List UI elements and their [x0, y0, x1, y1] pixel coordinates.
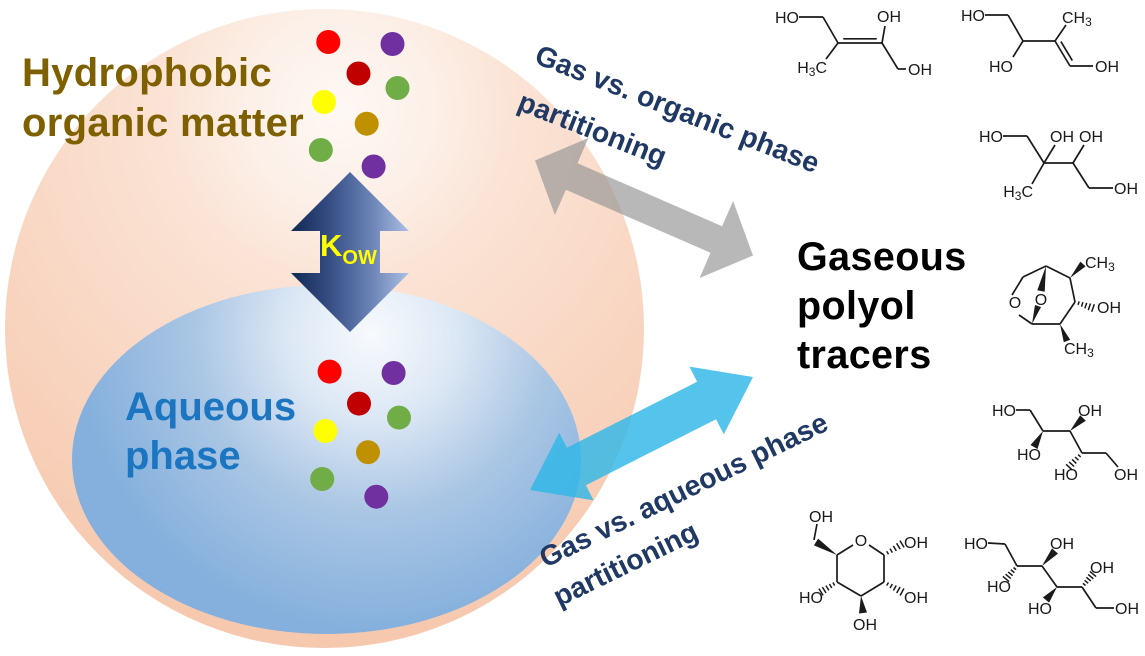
svg-text:HO: HO: [775, 10, 799, 27]
svg-text:HO: HO: [987, 579, 1011, 596]
svg-text:OH: OH: [904, 535, 928, 552]
svg-text:OH: OH: [1050, 129, 1074, 146]
svg-text:HO: HO: [1028, 601, 1052, 618]
svg-text:HO: HO: [1017, 447, 1041, 464]
svg-text:OH: OH: [1097, 300, 1121, 317]
svg-text:OH: OH: [1079, 129, 1103, 146]
svg-text:HO: HO: [989, 59, 1013, 76]
svg-text:OH: OH: [853, 617, 877, 634]
svg-text:O: O: [855, 533, 867, 550]
svg-text:H3C: H3C: [1003, 184, 1033, 203]
svg-text:OH: OH: [904, 590, 928, 607]
svg-text:H3C: H3C: [797, 60, 827, 79]
svg-text:O: O: [1035, 292, 1047, 309]
svg-text:HO: HO: [964, 536, 988, 553]
svg-text:OH: OH: [1090, 560, 1114, 577]
svg-text:OH: OH: [1114, 467, 1138, 484]
svg-text:HO: HO: [961, 8, 985, 25]
svg-text:HO: HO: [992, 403, 1016, 420]
svg-text:HO: HO: [979, 129, 1003, 146]
svg-text:OH: OH: [809, 509, 833, 526]
svg-text:CH3: CH3: [1085, 255, 1115, 274]
svg-text:OH: OH: [1115, 601, 1139, 618]
svg-text:OH: OH: [1078, 403, 1102, 420]
svg-text:HO: HO: [1054, 467, 1078, 484]
svg-text:OH: OH: [1050, 536, 1074, 553]
svg-text:HO: HO: [799, 590, 823, 607]
svg-text:CH3: CH3: [1062, 10, 1092, 29]
svg-text:OH: OH: [877, 9, 901, 26]
svg-text:OH: OH: [908, 62, 932, 79]
svg-text:O: O: [1009, 295, 1021, 312]
svg-text:OH: OH: [1095, 59, 1119, 76]
svg-text:CH3: CH3: [1064, 341, 1094, 360]
svg-text:OH: OH: [1114, 181, 1138, 198]
